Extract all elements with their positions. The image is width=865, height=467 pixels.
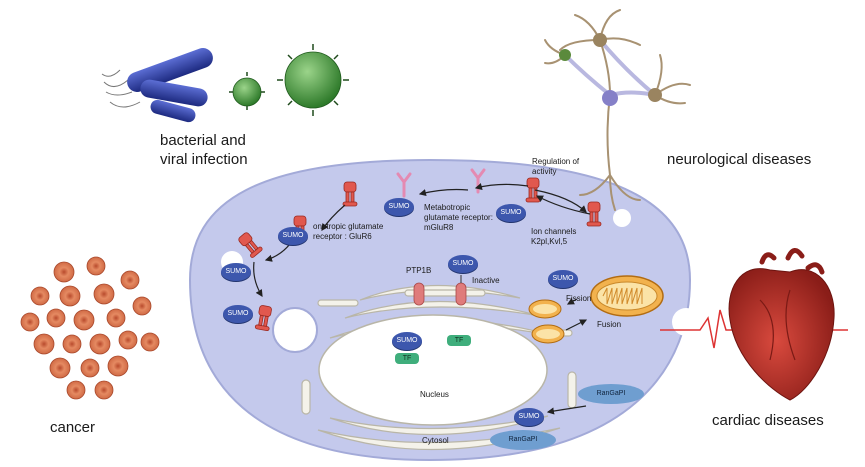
sumo-tag: SUMO — [278, 227, 308, 245]
sumo-tag: SUMO — [514, 408, 544, 426]
membrane-pit — [672, 308, 700, 336]
bacterium-icon — [101, 48, 213, 123]
cancer-label: cancer — [50, 419, 96, 436]
sumo-tag: SUMO — [221, 263, 251, 281]
sumo-tag: SUMO — [223, 305, 253, 323]
neuron-icon — [544, 9, 691, 211]
sumo-tag: SUMO — [548, 270, 578, 288]
ion-channels-label: Ion channels K2pl,Kvl,5 — [531, 227, 577, 246]
transcription-factor: TF — [447, 335, 471, 346]
red-blood-cell-icon — [20, 256, 160, 400]
regulation-label: Regulation of activity — [532, 157, 580, 176]
fusion-label: Fusion — [597, 320, 622, 329]
sumo-tag: SUMO — [496, 204, 526, 222]
ptp1b-protein — [413, 275, 467, 306]
ionotropic-label: onotropic glutamate receptor : GluR6 — [313, 222, 384, 241]
sumo-tag: SUMO — [448, 255, 478, 273]
nucleus — [318, 314, 548, 426]
metabotropic-label: Metabotropic glutamate receptor: mGluR8 — [424, 203, 493, 232]
endocytic-vesicle — [272, 307, 318, 353]
cytosol-label: Cytosol — [422, 436, 449, 445]
rangap-protein: RanGaPI — [578, 384, 644, 404]
bacterial-viral-label: bacterial and viral infection — [160, 132, 248, 168]
fission-label: Fission — [566, 294, 592, 303]
mitochondrion-small-2 — [531, 324, 565, 344]
cardiac-label: cardiac diseases — [712, 412, 824, 429]
transcription-factor: TF — [395, 353, 419, 364]
nucleus-label: Nucleus — [420, 390, 449, 399]
mitochondrion-icon — [590, 275, 664, 317]
rangap-protein: RanGaPI — [490, 430, 556, 450]
mitochondrion-small-1 — [528, 299, 562, 319]
ptp1b-label: PTP1B — [406, 266, 432, 275]
heart-icon — [728, 248, 835, 401]
virus-icon — [229, 44, 349, 116]
neurological-label: neurological diseases — [667, 151, 812, 168]
sumo-tag: SUMO — [384, 198, 414, 216]
sumo-tag: SUMO — [392, 332, 422, 350]
arrows — [253, 183, 591, 415]
metabotropic-receptor-icon — [396, 168, 486, 198]
cell — [188, 158, 700, 462]
inactive-label: Inactive — [472, 276, 500, 285]
membrane-pit — [613, 209, 631, 227]
